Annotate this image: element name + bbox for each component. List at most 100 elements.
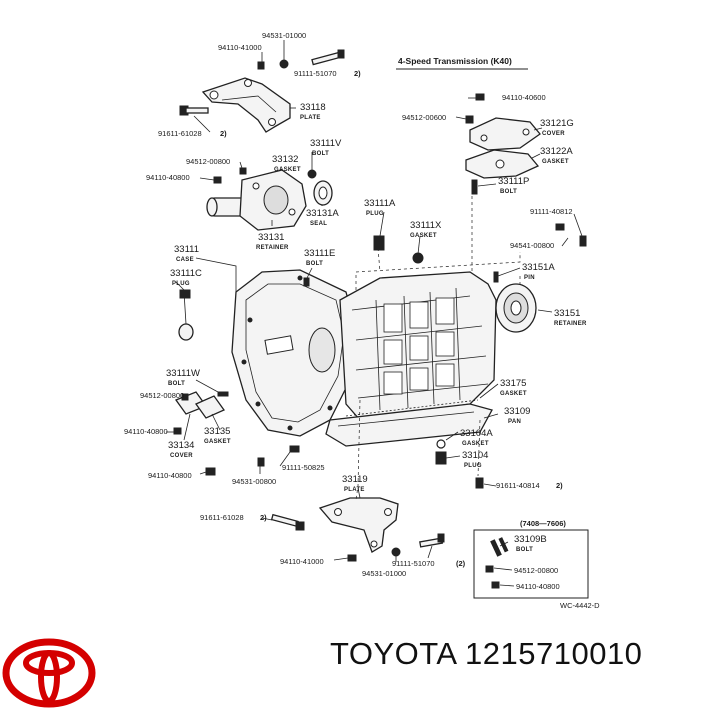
label-33111C-desc: PLUG <box>172 281 190 287</box>
label-33151-desc: RETAINER <box>554 321 587 327</box>
label-91611-40814: 91611-40814 <box>496 481 540 490</box>
nut-94110-40800-b <box>173 427 182 435</box>
label-33111P-desc: BOLT <box>500 189 517 195</box>
label-91611-61028-upper: 91611-61028 <box>158 129 202 138</box>
label-94512-00800-a: 94512-00800 <box>186 157 230 166</box>
label-33109: 33109 <box>504 406 530 417</box>
label-note-2c: 2) <box>556 481 563 490</box>
nut-94110-41000-lower <box>347 554 357 562</box>
brand-name: TOYOTA <box>330 636 456 671</box>
label-33132: 33132 <box>272 154 298 165</box>
label-94512-00800-b: 94512-00800 <box>140 391 184 400</box>
label-33151A-desc: PIN <box>524 275 535 281</box>
nut-94110-40600 <box>475 93 485 101</box>
plug-33111A-part <box>373 235 385 251</box>
gasket-33104A-part <box>436 439 446 449</box>
washer-94512-00600 <box>465 115 474 124</box>
pin-33151A-part <box>493 271 499 283</box>
label-33131A-desc: SEAL <box>310 221 327 227</box>
label-33131A: 33131A <box>306 208 339 219</box>
bolt-91111-51070-lower <box>419 533 445 548</box>
label-33132-desc: GASKET <box>274 167 301 173</box>
label-33104A: 33104A <box>460 428 493 439</box>
label-33104: 33104 <box>462 450 488 461</box>
label-33135: 33135 <box>204 426 230 437</box>
inset-date-range: (7408—7606) <box>520 519 566 528</box>
label-94110-40600: 94110-40600 <box>502 93 546 102</box>
label-94531-00800: 94531-00800 <box>232 477 276 486</box>
bolt-33111W-part <box>217 391 229 397</box>
inset-bolt-33109B <box>490 537 509 557</box>
bolt-91611-40814-part <box>475 477 484 489</box>
bolt-91611-61028-lower <box>270 513 305 531</box>
label-33134: 33134 <box>168 440 194 451</box>
label-note-2d: 2) <box>260 513 267 522</box>
nut-94110-41000-upper <box>257 61 265 70</box>
label-91111-51070-upper: 91111-51070 <box>294 69 337 78</box>
part-number: 1215710010 <box>465 636 643 671</box>
nut-94110-40800-a <box>213 176 222 184</box>
label-33111-desc: CASE <box>176 257 194 263</box>
cover-33121G-part <box>469 117 541 151</box>
label-94541-00800: 94541-00800 <box>510 241 554 250</box>
label-33109B: 33109B <box>514 534 547 545</box>
bolt-91111-51070-upper <box>311 49 345 66</box>
label-94531-01000-lower: 94531-01000 <box>362 569 406 578</box>
plug-33111C-marker <box>179 289 191 299</box>
label-94110-40800-b: 94110-40800 <box>124 427 168 436</box>
label-33104A-desc: GASKET <box>462 441 489 447</box>
label-note-2e: (2) <box>456 559 466 568</box>
label-33111A: 33111A <box>364 198 396 209</box>
label-94110-41000-upper: 94110-41000 <box>218 43 262 52</box>
diagram-stamp: WC-4442-D <box>560 601 600 610</box>
nut-94531-01000-lower <box>391 547 401 557</box>
oil-pan-33109-part <box>325 403 493 447</box>
inset-box <box>473 529 589 599</box>
part-labels: 94531-01000 94110-41000 91111-51070 2) 3… <box>124 31 587 591</box>
label-94110-41000-lower: 94110-41000 <box>280 557 324 566</box>
plate-33118-part <box>201 77 291 133</box>
bolt-33111E-part <box>303 277 310 287</box>
label-33109-desc: PAN <box>508 419 521 425</box>
label-33111E-desc: BOLT <box>306 261 323 267</box>
label-33131-desc: RETAINER <box>256 245 289 251</box>
label-33175: 33175 <box>500 378 526 389</box>
gasket-33122A-part <box>465 149 540 179</box>
label-94512-00800-c: 94512-00800 <box>514 566 558 575</box>
bolt-91111-50825-part <box>289 445 300 453</box>
label-94110-40800-c: 94110-40800 <box>148 471 192 480</box>
bolt-91611-61028-upper <box>179 105 209 116</box>
label-33111W: 33111W <box>166 368 200 379</box>
bolt-91111-40812-part <box>555 223 587 247</box>
label-33119-desc: PLATE <box>344 487 365 493</box>
label-94531-01000-upper: 94531-01000 <box>262 31 306 40</box>
label-33131: 33131 <box>258 232 284 243</box>
label-33118: 33118 <box>300 102 326 113</box>
label-33119: 33119 <box>342 474 368 485</box>
label-33121G-desc: COVER <box>542 131 565 137</box>
label-91111-50825: 91111-50825 <box>282 463 325 472</box>
inset-washer <box>485 565 494 573</box>
drain-plug-33104-part <box>435 451 447 465</box>
label-33104-desc: PLUG <box>464 463 482 469</box>
label-94512-00600: 94512-00600 <box>402 113 446 122</box>
seal-33131A-part <box>313 180 333 206</box>
plug-33111C-part <box>178 323 194 341</box>
bolt-33111V-part <box>307 169 317 179</box>
label-33111W-desc: BOLT <box>168 381 185 387</box>
gasket-33135-part <box>195 395 225 419</box>
label-33111P: 33111P <box>498 176 529 187</box>
washer-94531-00800 <box>257 457 265 467</box>
label-94110-40800-a: 94110-40800 <box>146 173 190 182</box>
label-33151A: 33151A <box>522 262 555 273</box>
label-33122A: 33122A <box>540 146 573 157</box>
assembly-dashed-lines <box>355 196 521 501</box>
diagram-title: 4-Speed Transmission (K40) <box>398 56 512 66</box>
label-33175-desc: GASKET <box>500 391 527 397</box>
label-33135-desc: GASKET <box>204 439 231 445</box>
bolt-33111P-part <box>471 179 478 195</box>
washer-94512-00800-a <box>239 167 247 175</box>
retainer-33151-part <box>495 283 537 333</box>
label-33109B-desc: BOLT <box>516 547 533 553</box>
label-94110-40800-d: 94110-40800 <box>516 582 560 591</box>
